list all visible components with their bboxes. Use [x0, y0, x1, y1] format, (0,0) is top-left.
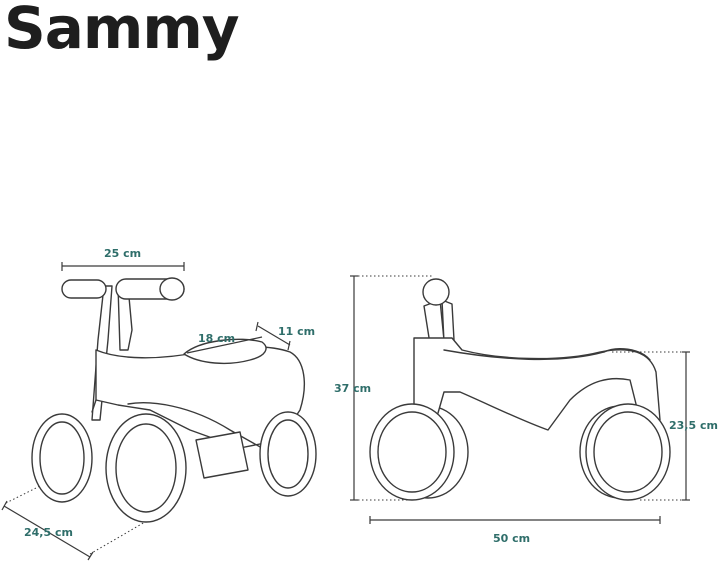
dim-handlebar-width: 25 cm	[104, 247, 142, 260]
dim-seat-width: 11 cm	[278, 325, 316, 338]
dim-total-length: 50 cm	[493, 532, 531, 545]
dim-seat-length: 18 cm	[198, 332, 236, 345]
left-view-dimension-lines	[1, 262, 291, 561]
bike-side-view	[369, 278, 671, 501]
dim-total-height: 37 cm	[334, 382, 372, 395]
dim-seat-height: 23,5 cm	[669, 419, 718, 432]
right-view-dimension-lines	[350, 275, 690, 524]
product-title: Sammy	[4, 0, 240, 62]
dim-wheelbase-width: 24,5 cm	[24, 526, 73, 539]
bike-three-quarter-view	[31, 277, 317, 523]
